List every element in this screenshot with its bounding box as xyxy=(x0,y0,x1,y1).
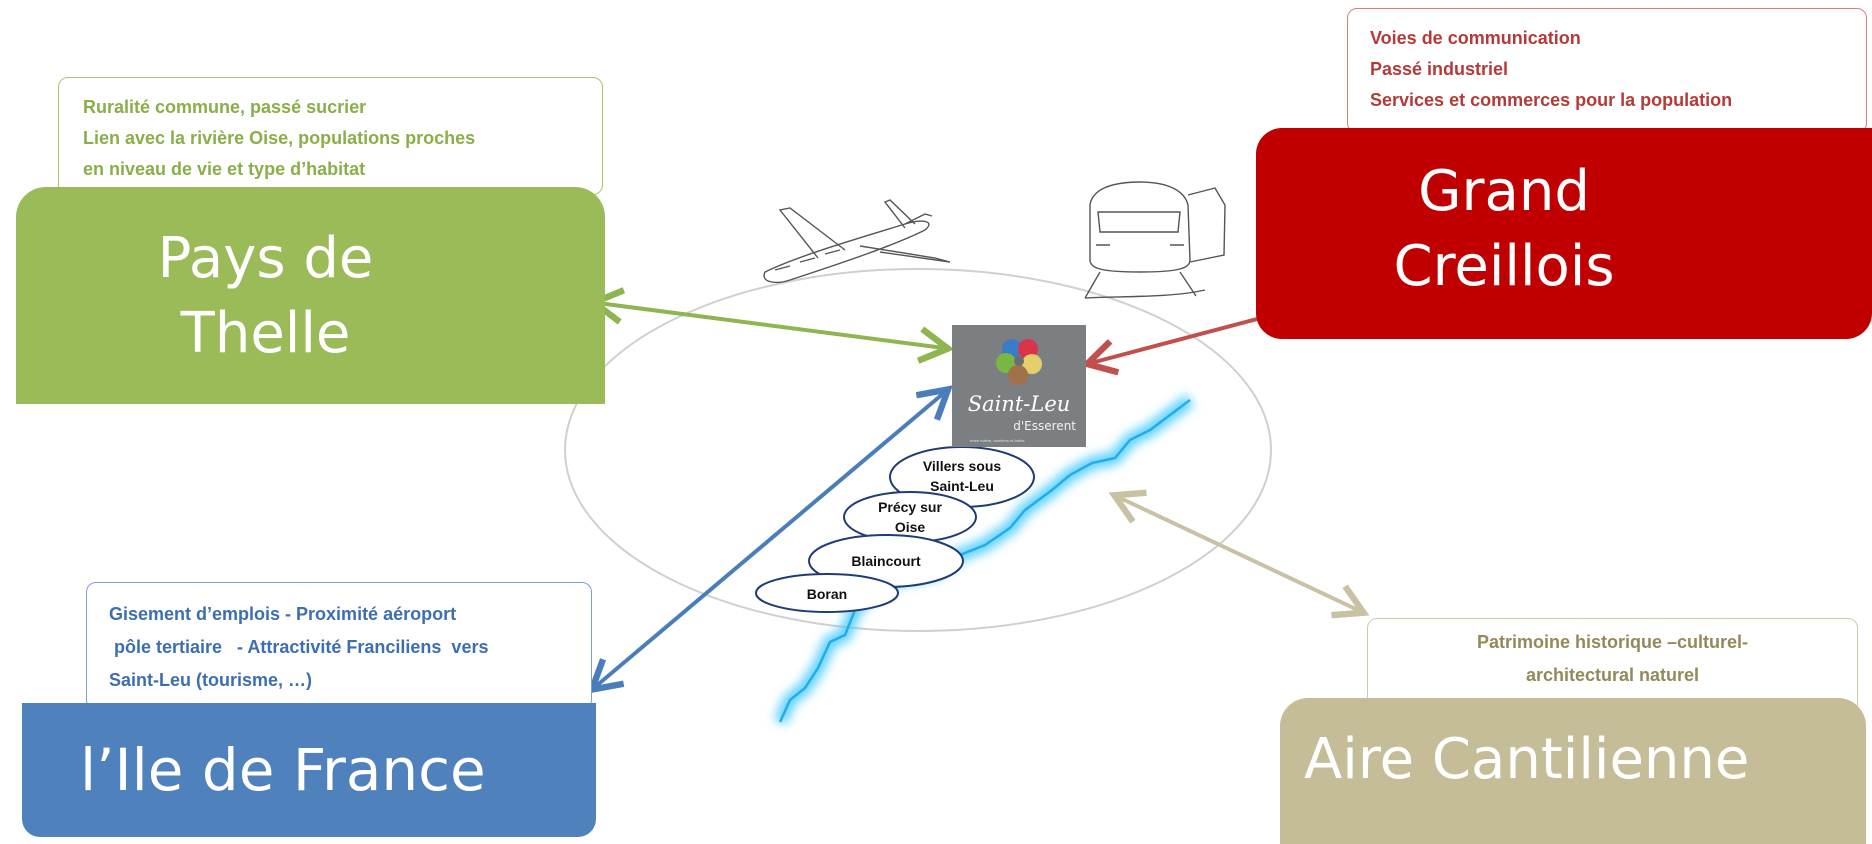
logo-sub-text: d'Esserent xyxy=(1013,419,1076,433)
region-title-line: Aire Cantilienne xyxy=(1304,727,1750,792)
region-aire-cantilienne: Aire Cantilienne xyxy=(1280,698,1866,844)
region-title-line: Thelle xyxy=(180,300,351,366)
town-boran: Boran xyxy=(806,586,848,602)
note-grand-creillois: Voies de communication Passé industriel … xyxy=(1347,8,1867,133)
region-ile-de-france: l’Ile de France xyxy=(22,703,596,837)
logo-tagline: entre rivière, carrières et forêts xyxy=(970,438,1025,443)
saint-leu-logo: Saint-Leu d'Esserent entre rivière, carr… xyxy=(952,325,1086,447)
region-title-line: Grand xyxy=(1418,158,1590,224)
town-blaincourt: Blaincourt xyxy=(851,553,921,569)
region-pays-de-thelle: Pays de Thelle xyxy=(16,187,605,404)
arrow-pays-de-thelle xyxy=(587,287,955,364)
note-ile-de-france: Gisement d’emplois - Proximité aéroport … xyxy=(86,582,592,710)
town-villers: Villers sous Saint-Leu xyxy=(922,458,1002,494)
note-pays-de-thelle: Ruralité commune, passé sucrier Lien ave… xyxy=(58,77,603,195)
region-grand-creillois: Grand Creillois xyxy=(1256,128,1872,339)
town-precy: Précy sur Oise xyxy=(878,499,942,535)
arrow-ile-de-france xyxy=(587,385,953,694)
train-icon xyxy=(1084,181,1226,299)
airplane-icon xyxy=(763,199,951,284)
region-title-line: Creillois xyxy=(1393,233,1615,299)
arrow-aire-cantilienne xyxy=(1108,489,1370,619)
region-title-line: Pays de xyxy=(157,225,374,291)
logo-script-text: Saint-Leu xyxy=(967,392,1071,416)
flower-icon xyxy=(996,339,1042,385)
region-title-line: l’Ile de France xyxy=(80,736,486,804)
